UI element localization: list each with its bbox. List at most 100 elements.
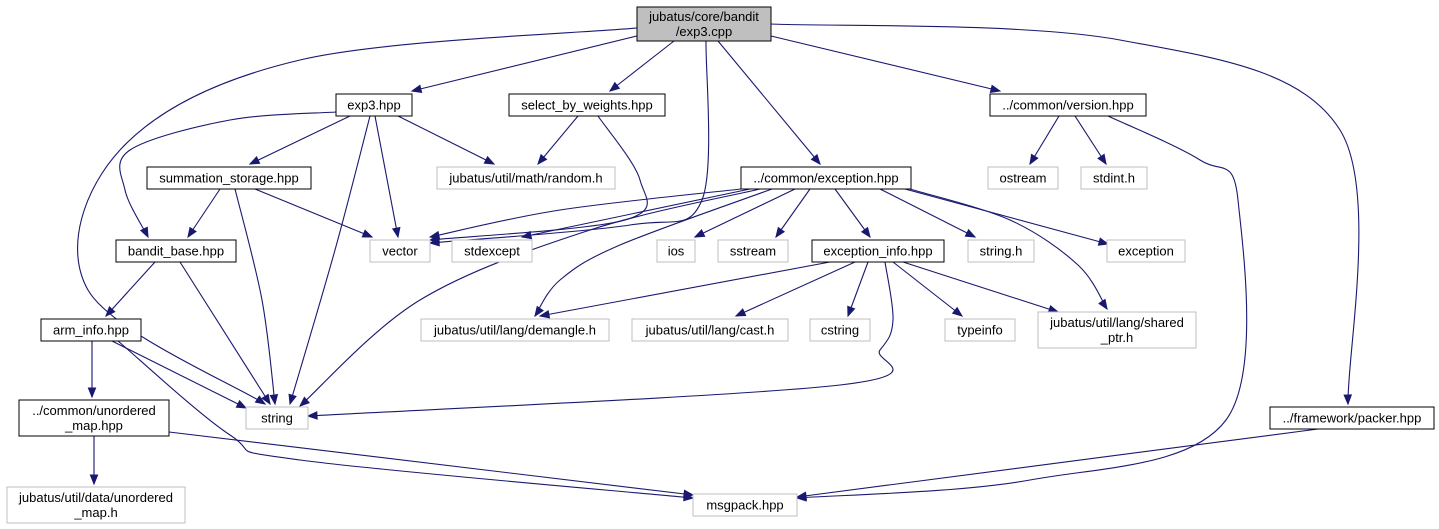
- node-label: sstream: [730, 244, 776, 259]
- node-stdexcept[interactable]: stdexcept: [451, 239, 533, 263]
- node-exception-info[interactable]: exception_info.hpp: [811, 239, 945, 263]
- node-ostream[interactable]: ostream: [987, 166, 1059, 190]
- node-cstring[interactable]: cstring: [809, 318, 871, 342]
- edge-line: [111, 340, 247, 409]
- node-box[interactable]: [1037, 311, 1197, 349]
- node-box[interactable]: [451, 239, 533, 263]
- node-random-h[interactable]: jubatus/util/math/random.h: [436, 166, 616, 190]
- edge-arm_info-to-unordered_map_hpp: [87, 341, 97, 399]
- node-packer-hpp[interactable]: ../framework/packer.hpp: [1269, 406, 1435, 430]
- node-box[interactable]: [436, 166, 616, 190]
- edge-bandit_base-to-string: [179, 261, 271, 406]
- node-box[interactable]: [1106, 239, 1186, 263]
- arrowhead-icon: [693, 228, 706, 238]
- edge-line: [694, 188, 796, 238]
- node-select-by-weights[interactable]: select_by_weights.hpp: [508, 93, 666, 117]
- edge-line: [902, 261, 1059, 313]
- node-util-unordered-map[interactable]: jubatus/util/data/unordered_map.h: [6, 486, 186, 524]
- edge-line: [796, 115, 1248, 499]
- node-box[interactable]: [967, 239, 1035, 263]
- arrowhead-icon: [989, 84, 1002, 93]
- node-exception-hpp[interactable]: ../common/exception.hpp: [740, 166, 912, 190]
- node-box[interactable]: [245, 406, 309, 430]
- node-box[interactable]: [1269, 406, 1435, 430]
- edge-exception_hpp-to-stdexcept: [520, 188, 751, 240]
- arrowhead-icon: [1097, 237, 1110, 246]
- node-exp3-hpp[interactable]: exp3.hpp: [335, 93, 413, 117]
- arrowhead-icon: [537, 153, 548, 166]
- edge-line: [77, 27, 638, 405]
- node-box[interactable]: [987, 166, 1059, 190]
- edge-exp3_cpp-to-packer_hpp: [770, 23, 1360, 406]
- node-typeinfo[interactable]: typeinfo: [944, 318, 1016, 342]
- node-box[interactable]: [420, 318, 610, 342]
- edge-exp3_hpp-to-vector: [374, 115, 401, 239]
- node-box[interactable]: [1080, 166, 1148, 190]
- node-exception[interactable]: exception: [1106, 239, 1186, 263]
- node-box[interactable]: [944, 318, 1016, 342]
- edge-exp3_cpp-to-exp3_hpp: [410, 35, 638, 93]
- node-label: arm_info.hpp: [53, 323, 129, 338]
- node-label: ../common/unordered: [32, 403, 156, 418]
- node-ios[interactable]: ios: [656, 239, 696, 263]
- node-vector[interactable]: vector: [369, 239, 431, 263]
- node-summation-storage[interactable]: summation_storage.hpp: [146, 166, 312, 190]
- node-bandit-base[interactable]: bandit_base.hpp: [115, 239, 237, 263]
- arrowhead-icon: [734, 308, 747, 317]
- node-shared-ptr-h[interactable]: jubatus/util/lang/shared_ptr.h: [1037, 311, 1197, 349]
- arrowhead-icon: [410, 84, 423, 93]
- node-label: jubatus/core/bandit: [648, 9, 759, 24]
- arrowhead-icon: [951, 306, 964, 317]
- node-box[interactable]: [656, 239, 696, 263]
- node-label: /exp3.cpp: [676, 24, 732, 39]
- node-box[interactable]: [636, 6, 772, 42]
- edge-line: [537, 115, 579, 165]
- node-box[interactable]: [508, 93, 666, 117]
- node-cast-h[interactable]: jubatus/util/lang/cast.h: [631, 318, 789, 342]
- node-box[interactable]: [989, 93, 1147, 117]
- node-box[interactable]: [6, 486, 186, 524]
- node-label: exception: [1118, 244, 1174, 259]
- node-exp3-cpp[interactable]: jubatus/core/bandit/exp3.cpp: [636, 6, 772, 42]
- node-label: bandit_base.hpp: [128, 244, 224, 259]
- node-stdint-h[interactable]: stdint.h: [1080, 166, 1148, 190]
- edge-line: [289, 115, 371, 405]
- edge-line: [892, 261, 963, 317]
- node-demangle-h[interactable]: jubatus/util/lang/demangle.h: [420, 318, 610, 342]
- node-box[interactable]: [740, 166, 912, 190]
- node-box[interactable]: [811, 239, 945, 263]
- node-string[interactable]: string: [245, 406, 309, 430]
- node-arm-info[interactable]: arm_info.hpp: [40, 318, 142, 342]
- arrowhead-icon: [683, 489, 695, 499]
- node-label: _map.hpp: [64, 418, 123, 433]
- node-label: typeinfo: [957, 323, 1003, 338]
- node-msgpack-hpp[interactable]: msgpack.hpp: [692, 493, 798, 517]
- node-label: jubatus/util/math/random.h: [448, 171, 602, 186]
- arrowhead-icon: [248, 155, 261, 165]
- node-sstream[interactable]: sstream: [717, 239, 789, 263]
- edge-exp3_hpp-to-string: [288, 115, 371, 406]
- edge-line: [187, 188, 221, 238]
- edge-line: [117, 340, 694, 499]
- node-label: jubatus/util/lang/shared: [1049, 315, 1184, 330]
- node-unordered-map-hpp[interactable]: ../common/unordered_map.hpp: [18, 399, 170, 437]
- node-box[interactable]: [115, 239, 237, 263]
- edge-exp3_hpp-to-summation_storage: [248, 115, 351, 165]
- node-version-hpp[interactable]: ../common/version.hpp: [989, 93, 1147, 117]
- node-label: summation_storage.hpp: [159, 171, 298, 186]
- node-box[interactable]: [369, 239, 431, 263]
- node-box[interactable]: [809, 318, 871, 342]
- node-box[interactable]: [335, 93, 413, 117]
- node-label: exception_info.hpp: [823, 244, 932, 259]
- node-box[interactable]: [692, 493, 798, 517]
- edge-version_hpp-to-stdint_h: [1074, 115, 1107, 166]
- edge-line: [1074, 115, 1107, 165]
- node-box[interactable]: [631, 318, 789, 342]
- node-box[interactable]: [717, 239, 789, 263]
- node-box[interactable]: [18, 399, 170, 437]
- node-box[interactable]: [40, 318, 142, 342]
- node-string-h[interactable]: string.h: [967, 239, 1035, 263]
- node-label: string: [261, 411, 293, 426]
- node-label: stdexcept: [464, 244, 520, 259]
- node-box[interactable]: [146, 166, 312, 190]
